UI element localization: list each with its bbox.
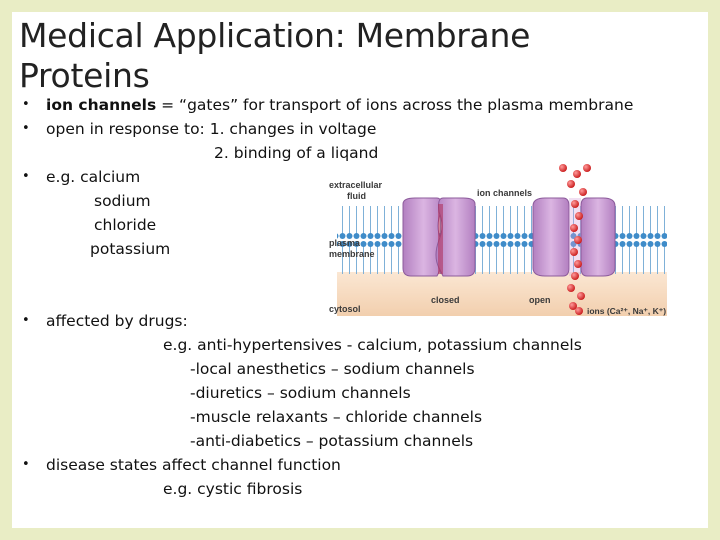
open-channel-left	[532, 197, 570, 277]
slide: Medical Application: Membrane Proteins •…	[12, 12, 708, 528]
ion-channel-diagram: extracellular fluid ion channels plasma …	[329, 164, 667, 316]
bullet-disease-states: disease states affect channel function	[46, 456, 341, 474]
ion-channels-definition: = “gates” for transport of ions across t…	[156, 96, 634, 114]
extracellular-label-2: fluid	[347, 191, 366, 201]
example-potassium: potassium	[90, 240, 171, 258]
ions	[559, 164, 591, 310]
bullet-open-response-cont: 2. binding of a liqand	[214, 144, 379, 162]
open-channel-right	[580, 197, 616, 277]
slide-title: Medical Application: Membrane Proteins	[19, 16, 531, 95]
plasma-label: plasma	[329, 238, 361, 248]
bullet-marker: •	[22, 169, 30, 184]
example-sodium: sodium	[94, 192, 151, 210]
bullet-examples: e.g. calcium	[46, 168, 141, 186]
drug-antihypertensives: e.g. anti-hypertensives - calcium, potas…	[163, 336, 582, 354]
ions-legend-label: ions (Ca²⁺, Na⁺, K⁺)	[587, 306, 666, 316]
ion-channels-term: ion channels	[46, 96, 157, 114]
drug-antidiabetics: -anti-diabetics – potassium channels	[190, 432, 474, 450]
cytosol-label: cytosol	[329, 304, 361, 314]
drug-local-anesthetics: -local anesthetics – sodium channels	[190, 360, 475, 378]
drug-muscle-relaxants: -muscle relaxants – chloride channels	[190, 408, 483, 426]
ion-channels-label: ion channels	[477, 188, 532, 198]
example-chloride: chloride	[94, 216, 157, 234]
disease-example: e.g. cystic fibrosis	[163, 480, 303, 498]
drug-diuretics: -diuretics – sodium channels	[190, 384, 411, 402]
bullet-drugs: affected by drugs:	[46, 312, 188, 330]
bullet-marker: •	[22, 313, 30, 328]
bullet-marker: •	[22, 121, 30, 136]
bullet-marker: •	[22, 97, 30, 112]
open-label: open	[529, 295, 551, 305]
lipid-bilayer	[337, 200, 667, 276]
ion-legend-marker	[575, 307, 583, 315]
bullet-open-response: open in response to: 1. changes in volta…	[46, 120, 377, 138]
closed-channel-pore	[438, 204, 443, 274]
extracellular-label-1: extracellular	[329, 180, 383, 190]
closed-label: closed	[431, 295, 460, 305]
bullet-marker: •	[22, 457, 30, 472]
bullet-ion-channels: ion channels = “gates” for transport of …	[46, 94, 633, 116]
cytosol-region	[337, 272, 667, 316]
membrane-label: membrane	[329, 249, 375, 259]
